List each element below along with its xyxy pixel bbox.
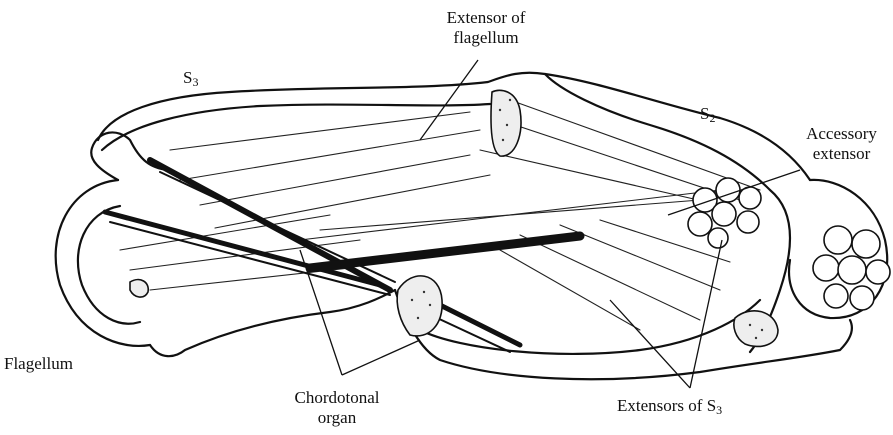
bulb-cell xyxy=(838,256,866,284)
label-accessory-extensor: Accessory extensor xyxy=(790,124,893,164)
flagellum-loop xyxy=(56,180,150,346)
muscle-fiber xyxy=(320,200,700,230)
leader-extensors-s3-1 xyxy=(610,300,690,388)
stippled-joint-top xyxy=(491,90,521,156)
accessory-cell xyxy=(688,212,712,236)
muscle-fiber xyxy=(170,112,470,150)
label-line: organ xyxy=(282,408,392,428)
leader-chordotonal-2 xyxy=(342,340,420,375)
label-extensors-of-s3: Extensors of S3 xyxy=(617,396,722,417)
accessory-cell xyxy=(737,211,759,233)
muscle-fiber xyxy=(520,235,700,320)
label-line: Accessory xyxy=(790,124,893,144)
stippled-joint-left xyxy=(130,280,148,297)
label-extensor-of-flagellum: Extensor of flagellum xyxy=(416,8,556,48)
leader-extensors-s3-2 xyxy=(690,240,722,388)
label-s3: S3 xyxy=(183,68,198,89)
label-sub: 2 xyxy=(709,111,715,125)
label-flagellum: Flagellum xyxy=(4,354,73,374)
stippled-joint-right xyxy=(734,311,778,347)
bulb-cell xyxy=(850,286,874,310)
label-chordotonal-organ: Chordotonal organ xyxy=(282,388,392,428)
label-main: Extensors of S xyxy=(617,396,716,415)
bulb-cell xyxy=(866,260,890,284)
ventral-outline xyxy=(150,290,395,356)
s3-cap xyxy=(91,132,168,180)
chordotonal-bundle xyxy=(150,160,390,290)
muscle-fiber xyxy=(200,155,470,205)
label-sub: 3 xyxy=(716,403,722,417)
label-s2: S2 xyxy=(700,104,715,125)
accessory-cell xyxy=(712,202,736,226)
leader-extensor-flagellum xyxy=(420,60,478,140)
dorsal-outline xyxy=(98,73,810,180)
bulb-cell xyxy=(852,230,880,258)
label-line: Chordotonal xyxy=(282,388,392,408)
label-line: Extensor of xyxy=(416,8,556,28)
stippled-joint-mid xyxy=(397,276,442,336)
bulb-cell xyxy=(813,255,839,281)
muscle-fiber xyxy=(510,100,760,190)
bulb-cell xyxy=(824,226,852,254)
chordotonal-bundle xyxy=(110,222,390,295)
muscle-fiber xyxy=(500,250,640,330)
inner-dorsal-outline xyxy=(102,104,490,150)
accessory-cell xyxy=(708,228,728,248)
muscle-fiber xyxy=(180,130,480,180)
label-sub: 3 xyxy=(192,75,198,89)
ventral-outline-2 xyxy=(395,290,852,379)
bulb-cell xyxy=(824,284,848,308)
ventral-inner xyxy=(420,300,760,354)
muscle-fiber xyxy=(480,150,720,205)
accessory-cell xyxy=(716,178,740,202)
label-line: extensor xyxy=(790,144,893,164)
label-line: flagellum xyxy=(416,28,556,48)
flagellum-loop-inner xyxy=(78,206,140,324)
